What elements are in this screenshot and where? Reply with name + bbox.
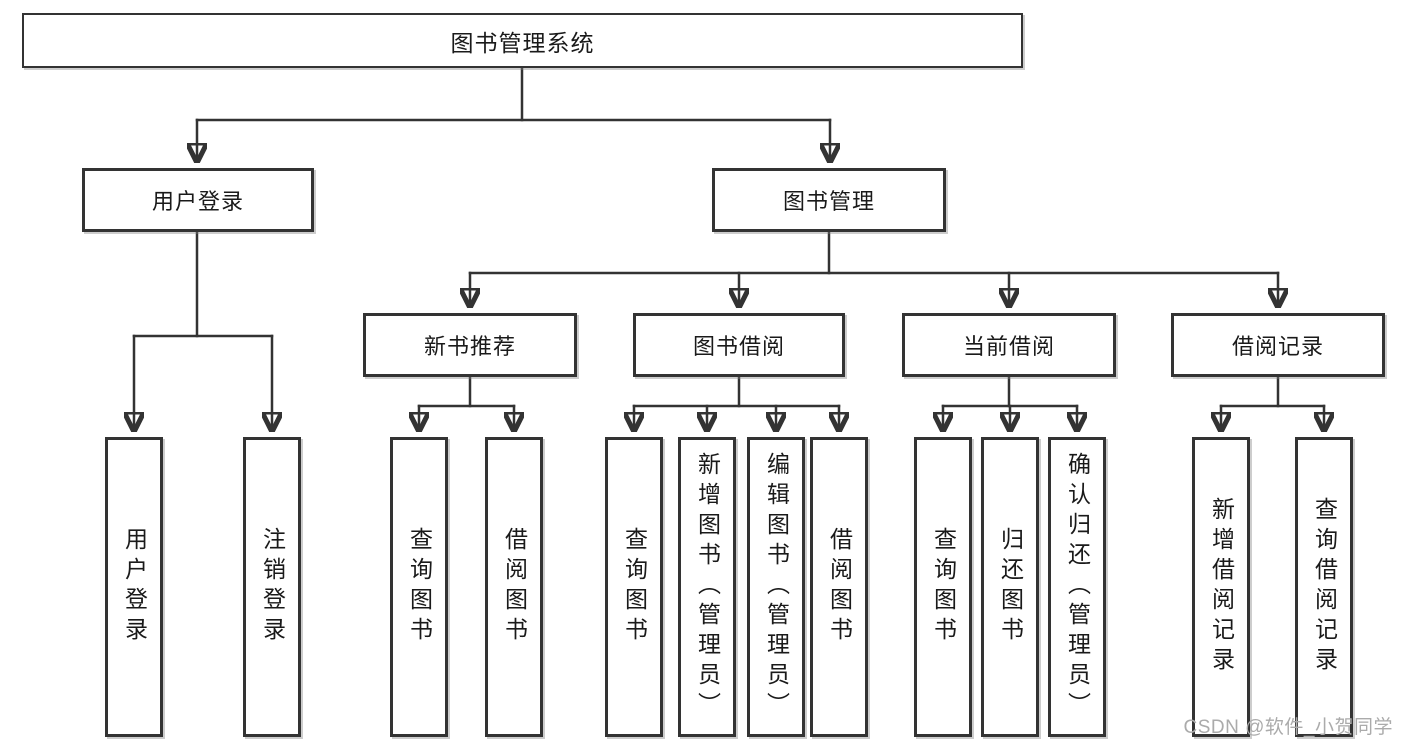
leaf-add-book-admin: 新增图书（管理员）	[678, 437, 736, 737]
node-current-borrowing: 当前借阅	[902, 313, 1116, 377]
node-book-management-module: 图书管理	[712, 168, 946, 232]
node-borrowing-records: 借阅记录	[1171, 313, 1385, 377]
leaf-label: 注销登录	[259, 527, 286, 647]
leaf-add-borrow-record: 新增借阅记录	[1192, 437, 1250, 737]
leaf-user-login: 用户登录	[105, 437, 163, 737]
leaf-query-borrow-record: 查询借阅记录	[1295, 437, 1353, 737]
node-book-borrowing: 图书借阅	[633, 313, 845, 377]
leaf-label: 查询图书	[930, 527, 957, 647]
leaf-label: 查询图书	[621, 527, 648, 647]
leaf-label: 新增图书（管理员）	[694, 452, 721, 722]
leaf-return-book: 归还图书	[981, 437, 1039, 737]
leaf-label: 编辑图书（管理员）	[763, 452, 790, 722]
leaf-edit-book-admin: 编辑图书（管理员）	[747, 437, 805, 737]
csdn-watermark: CSDN @软件_小贺同学	[1183, 717, 1393, 738]
node-user-login-module: 用户登录	[82, 168, 314, 232]
leaf-borrow-book-recommend: 借阅图书	[485, 437, 543, 737]
leaf-logout: 注销登录	[243, 437, 301, 737]
leaf-label: 用户登录	[121, 527, 148, 647]
leaf-label: 查询借阅记录	[1311, 497, 1338, 677]
node-library-system: 图书管理系统	[22, 13, 1023, 68]
leaf-label: 确认归还（管理员）	[1064, 452, 1091, 722]
leaf-query-book-borrowing: 查询图书	[605, 437, 663, 737]
node-new-book-recommendation: 新书推荐	[363, 313, 577, 377]
leaf-borrow-book: 借阅图书	[810, 437, 868, 737]
leaf-label: 借阅图书	[826, 527, 853, 647]
leaf-label: 归还图书	[997, 527, 1024, 647]
leaf-label: 借阅图书	[501, 527, 528, 647]
leaf-confirm-return-admin: 确认归还（管理员）	[1048, 437, 1106, 737]
leaf-label: 查询图书	[406, 527, 433, 647]
leaf-label: 新增借阅记录	[1208, 497, 1235, 677]
leaf-query-book-recommend: 查询图书	[390, 437, 448, 737]
leaf-query-book-current: 查询图书	[914, 437, 972, 737]
